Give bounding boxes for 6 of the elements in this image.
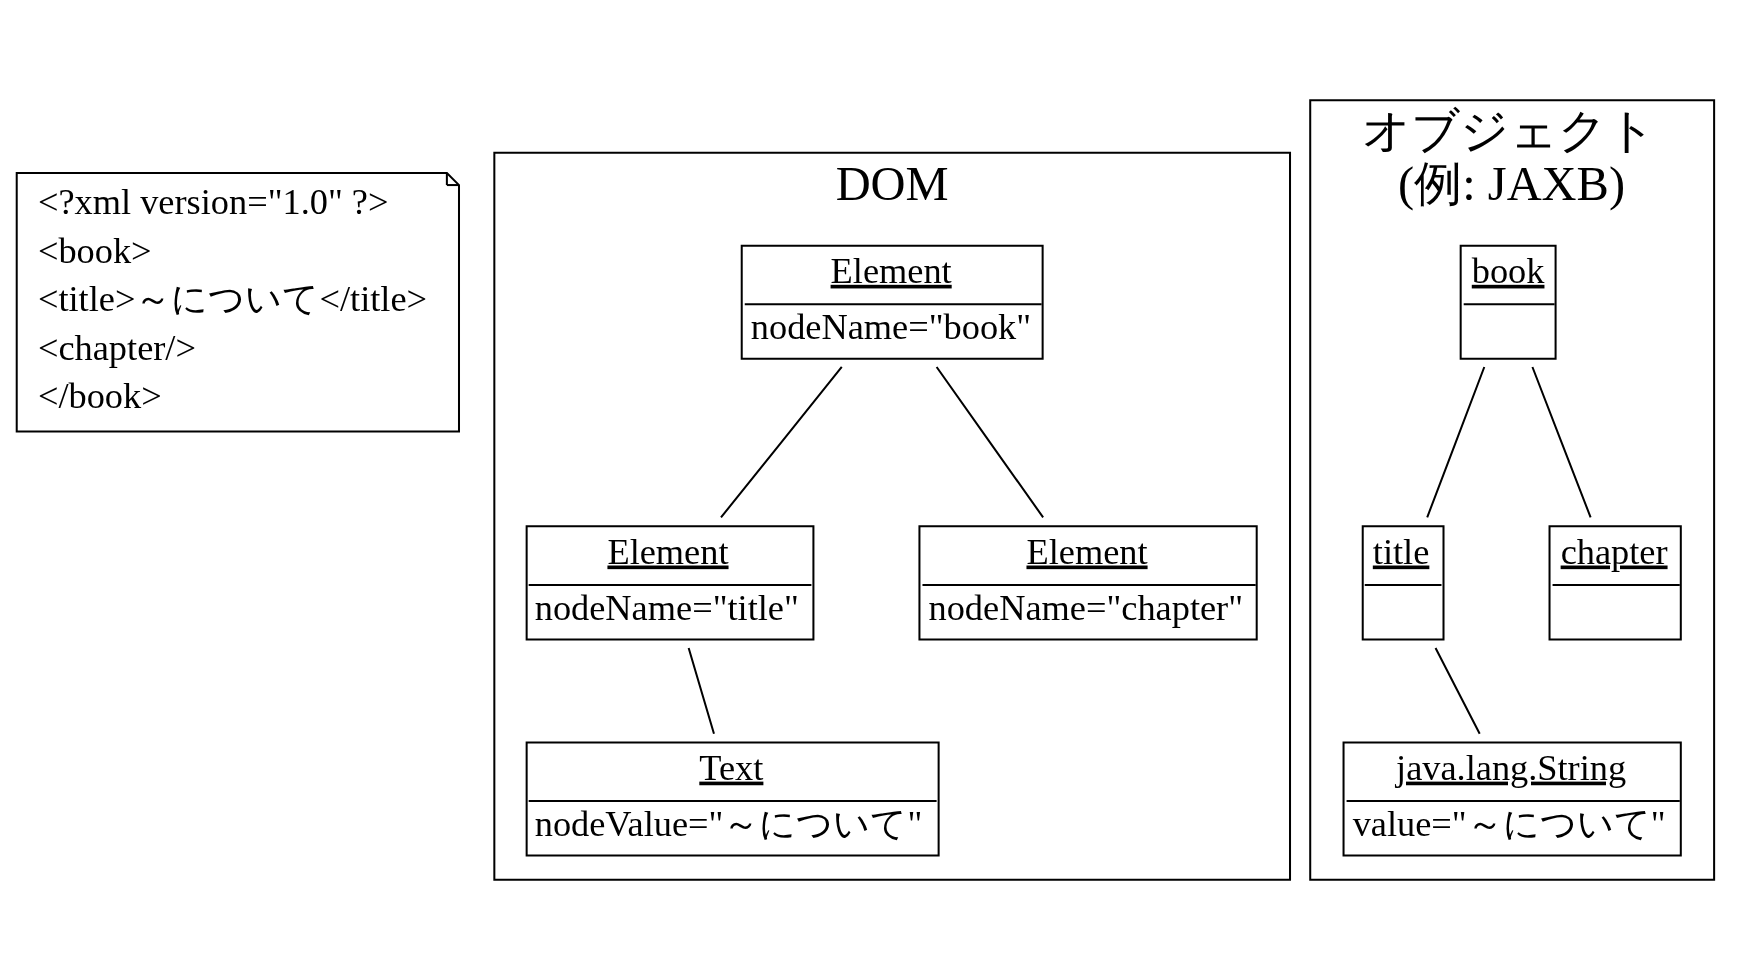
connector	[720, 366, 843, 518]
connector	[935, 366, 1044, 518]
connector	[1434, 647, 1481, 735]
connector	[1531, 366, 1592, 518]
connector	[687, 647, 715, 735]
connector	[1426, 366, 1486, 518]
